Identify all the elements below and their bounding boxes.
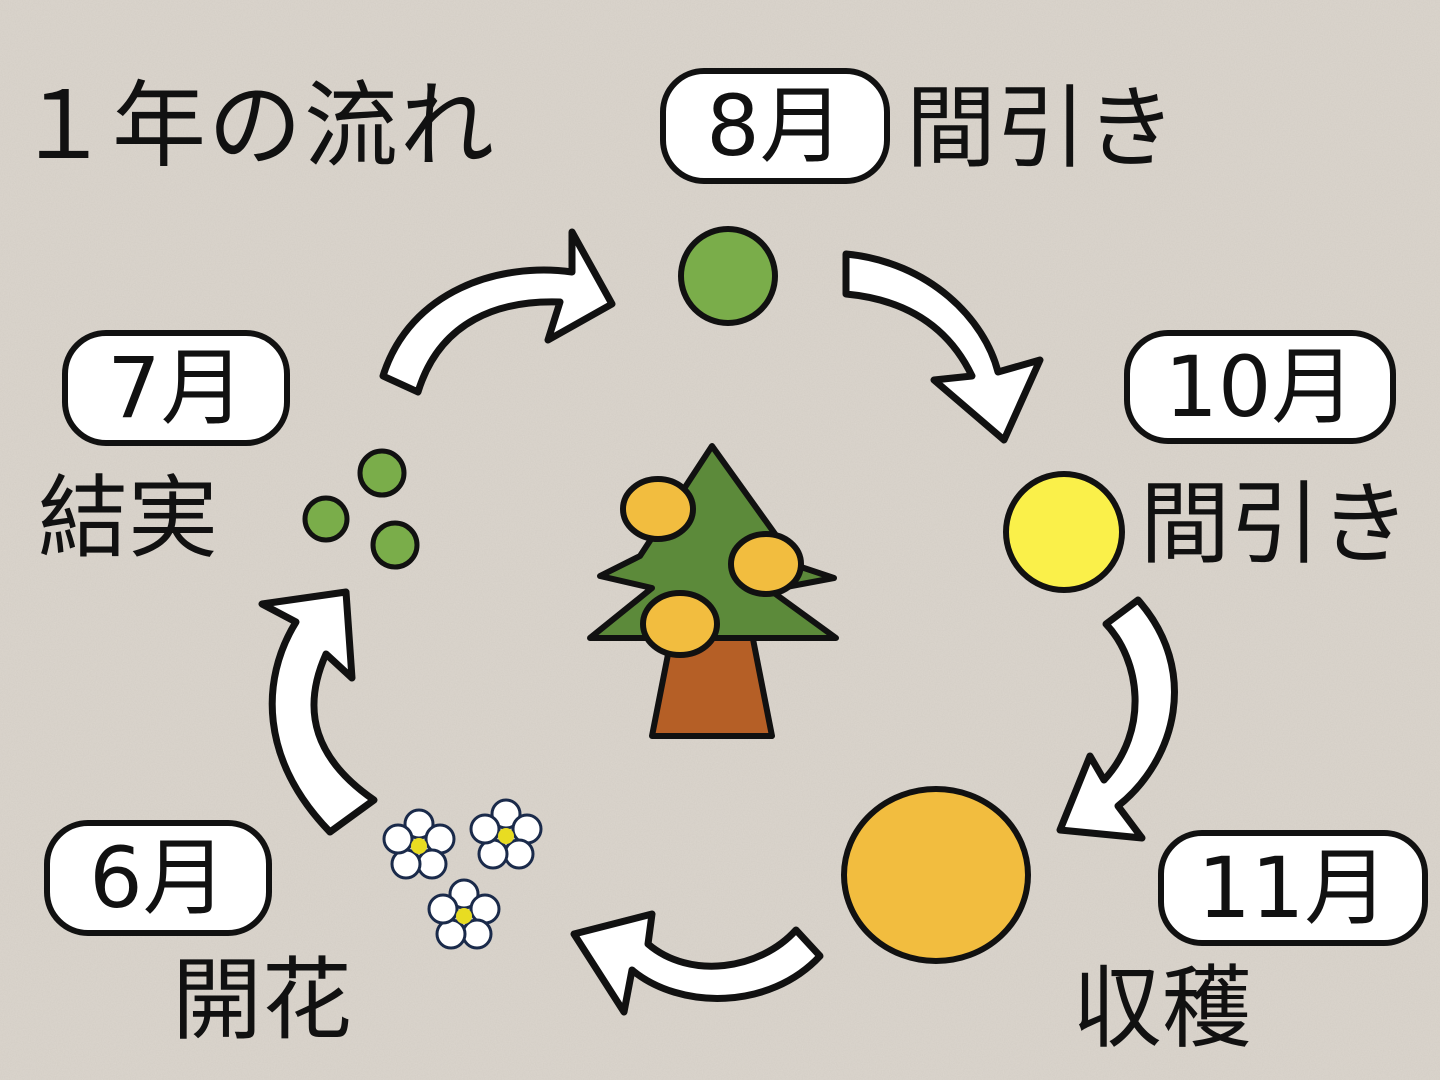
flower [427, 878, 501, 950]
green-fruit-icon [678, 226, 778, 326]
yellow-fruit-icon [1003, 471, 1125, 593]
orange-fruit-icon [841, 786, 1031, 964]
month-badge-8: 8月 [660, 68, 890, 184]
flower [469, 798, 543, 870]
flower [382, 808, 456, 880]
tree-fruit [620, 476, 696, 542]
arrow-6-to-7 [258, 588, 378, 836]
month-badge-11: 11月 [1158, 830, 1428, 946]
stage-label-6: 開花 [172, 948, 352, 1053]
diagram-title: １年の流れ [16, 72, 497, 181]
arrow-7-to-8 [379, 228, 616, 396]
tree-fruit [640, 590, 720, 658]
cycle-arrows [258, 228, 1178, 1016]
stage-label-7: 結実 [38, 466, 218, 571]
month-badge-6: 6月 [44, 820, 272, 936]
stage-label-8: 間引き [906, 76, 1176, 181]
flowers-icon [382, 798, 543, 950]
tree-icon [587, 443, 839, 739]
month-badge-10: 10月 [1124, 330, 1396, 444]
stage-label-11: 収穫 [1072, 956, 1252, 1061]
small-green-fruits-icon [302, 448, 420, 570]
stage-label-10: 間引き [1140, 472, 1410, 577]
arrow-8-to-10 [842, 250, 1044, 444]
arrow-11-to-6 [570, 910, 824, 1016]
tree-fruit [728, 531, 804, 597]
arrow-10-to-11 [1056, 596, 1178, 842]
month-badge-7: 7月 [62, 330, 290, 446]
